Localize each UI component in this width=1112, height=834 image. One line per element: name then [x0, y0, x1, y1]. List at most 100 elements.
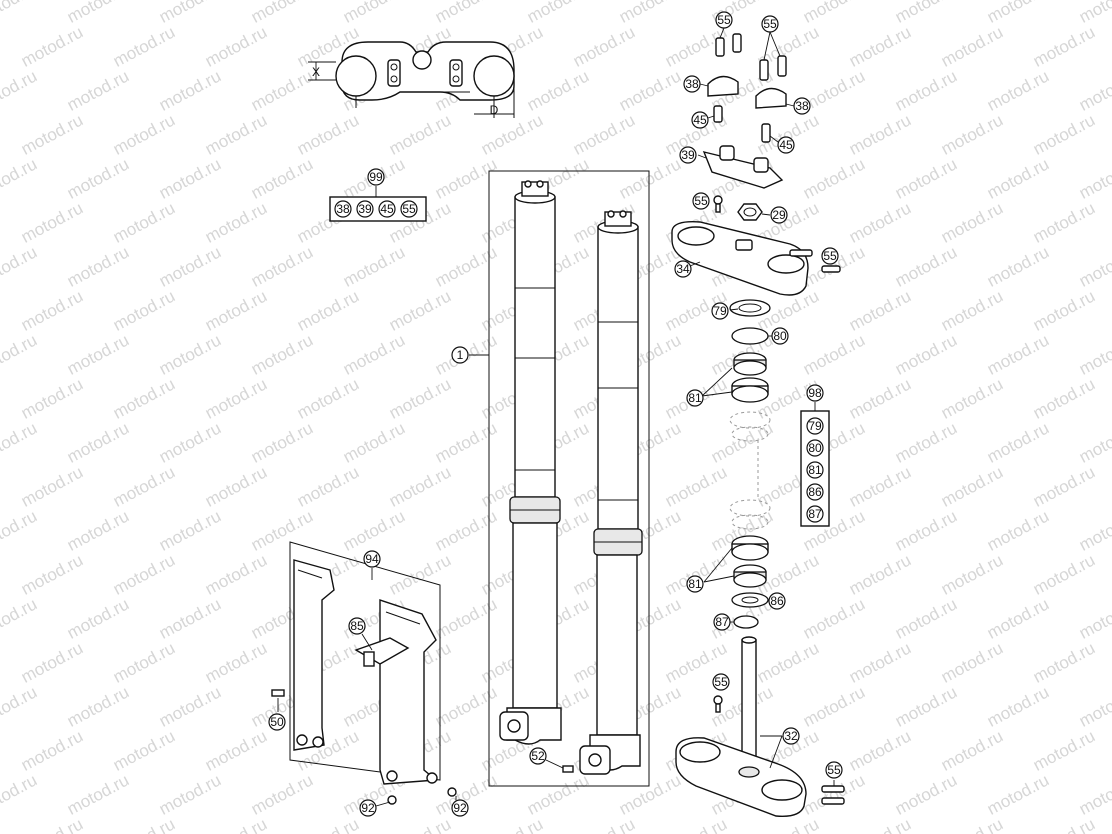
- svg-text:55: 55: [823, 249, 837, 263]
- bolt-50: [271, 689, 285, 712]
- svg-text:39: 39: [681, 148, 695, 162]
- bolts-45: [707, 105, 779, 143]
- bolts-55-top: [715, 27, 787, 81]
- bolt-55-and-nut-29: [713, 195, 771, 221]
- svg-text:81: 81: [808, 463, 822, 477]
- callout-98: 98: [806, 384, 824, 402]
- callout-38a: 38: [683, 75, 701, 93]
- svg-text:39: 39: [358, 202, 372, 216]
- handlebar-clamp-base-39: [697, 145, 784, 189]
- callout-45a: 45: [691, 111, 709, 129]
- kit-99-item-3: 45: [378, 200, 396, 218]
- callout-79: 79: [711, 302, 729, 320]
- callout-92b: 92: [451, 799, 469, 817]
- guard-bracket-85: [354, 633, 410, 667]
- svg-text:81: 81: [688, 391, 702, 405]
- bearing-stack-upper: [701, 299, 774, 403]
- fork-guard-set: [289, 541, 441, 781]
- callout-55c: 55: [692, 192, 710, 210]
- svg-text:29: 29: [772, 208, 786, 222]
- fork-guard-left: [293, 559, 335, 751]
- callout-55b: 55: [761, 15, 779, 33]
- callout-1: 1: [451, 346, 469, 364]
- callout-32: 32: [782, 727, 800, 745]
- callout-94: 94: [363, 550, 381, 568]
- svg-text:55: 55: [717, 13, 731, 27]
- svg-text:55: 55: [763, 17, 777, 31]
- svg-text:99: 99: [369, 170, 383, 184]
- svg-text:87: 87: [715, 615, 729, 629]
- callout-34: 34: [674, 260, 692, 278]
- svg-text:98: 98: [808, 386, 822, 400]
- svg-text:79: 79: [808, 419, 822, 433]
- callout-85: 85: [348, 617, 366, 635]
- callout-bubbles: 55 55 38 38 45 45 39 55 29 55 34 79 80 8…: [268, 11, 843, 817]
- svg-text:55: 55: [827, 763, 841, 777]
- bearing-stack-ghost: [729, 411, 771, 530]
- kit-98-item-1: 79: [806, 417, 824, 435]
- callout-50: 50: [268, 713, 286, 731]
- kit-98-item-3: 81: [806, 461, 824, 479]
- svg-text:55: 55: [694, 194, 708, 208]
- kit-98-item-5: 87: [806, 505, 824, 523]
- kit-99-item-1: 38: [334, 200, 352, 218]
- fork-assembly-frame: [469, 170, 650, 787]
- steering-stem-32: [675, 636, 845, 817]
- bolts-92: [375, 787, 457, 807]
- callout-99: 99: [367, 168, 385, 186]
- svg-text:38: 38: [795, 99, 809, 113]
- svg-text:45: 45: [380, 202, 394, 216]
- callout-80: 80: [771, 327, 789, 345]
- svg-text:38: 38: [336, 202, 350, 216]
- svg-text:45: 45: [693, 113, 707, 127]
- callout-55e: 55: [712, 673, 730, 691]
- callout-55f: 55: [825, 761, 843, 779]
- callout-45b: 45: [777, 136, 795, 154]
- callout-81a: 81: [686, 389, 704, 407]
- dimension-label-d: D: [490, 103, 499, 117]
- callout-55a: 55: [715, 11, 733, 29]
- svg-text:80: 80: [808, 441, 822, 455]
- svg-text:92: 92: [453, 801, 467, 815]
- svg-text:94: 94: [365, 552, 379, 566]
- callout-39: 39: [679, 146, 697, 164]
- fork-guard-right: [379, 599, 438, 785]
- svg-text:38: 38: [685, 77, 699, 91]
- callout-38b: 38: [793, 97, 811, 115]
- svg-text:34: 34: [676, 262, 690, 276]
- handlebar-clamp-top-38: [699, 75, 795, 109]
- callout-86: 86: [768, 592, 786, 610]
- callout-92a: 92: [359, 799, 377, 817]
- fork-leg-right: [579, 210, 643, 775]
- fork-leg-left: [499, 180, 562, 745]
- svg-text:55: 55: [714, 675, 728, 689]
- svg-text:79: 79: [713, 304, 727, 318]
- svg-text:86: 86: [770, 594, 784, 608]
- svg-text:32: 32: [784, 729, 798, 743]
- callout-87: 87: [713, 613, 731, 631]
- svg-text:80: 80: [773, 329, 787, 343]
- svg-text:52: 52: [531, 749, 545, 763]
- svg-text:92: 92: [361, 801, 375, 815]
- kit-98-item-4: 86: [806, 483, 824, 501]
- svg-text:50: 50: [270, 715, 284, 729]
- svg-text:81: 81: [688, 577, 702, 591]
- dimension-label-x: X: [312, 65, 320, 79]
- bearing-stack-lower: [703, 535, 770, 629]
- triple-clamp-dimension-sketch: [308, 41, 515, 118]
- svg-text:87: 87: [808, 507, 822, 521]
- svg-text:55: 55: [402, 202, 416, 216]
- svg-text:45: 45: [779, 138, 793, 152]
- svg-text:1: 1: [457, 348, 464, 362]
- kit-99-item-2: 39: [356, 200, 374, 218]
- kit-99-item-4: 55: [400, 200, 418, 218]
- callout-52: 52: [529, 747, 547, 765]
- svg-text:86: 86: [808, 485, 822, 499]
- kit-98-item-2: 80: [806, 439, 824, 457]
- callout-55d: 55: [821, 247, 839, 265]
- svg-text:85: 85: [350, 619, 364, 633]
- callout-81b: 81: [686, 575, 704, 593]
- bolt-52: [545, 759, 574, 773]
- callout-29: 29: [770, 206, 788, 224]
